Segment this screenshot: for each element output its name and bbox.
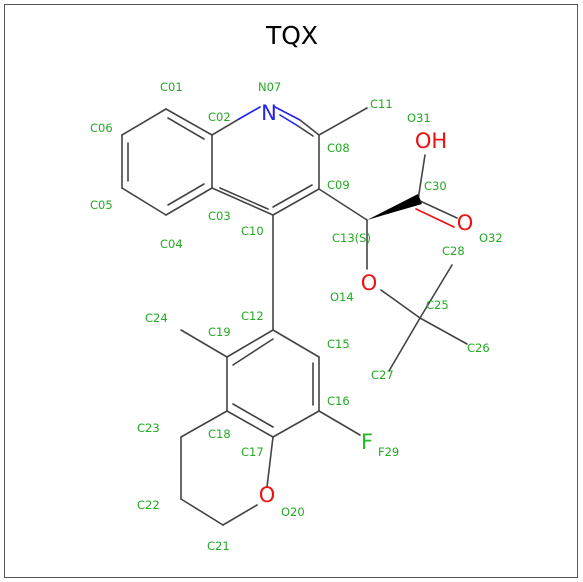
atom-label-c15: C15 [327, 337, 350, 351]
bond-line [180, 410, 228, 438]
molecule-structure: N OH O O O F C01 C02 C03 C04 C05 C06 N07… [90, 80, 503, 553]
bond-line [180, 329, 228, 358]
atom-label-c08: C08 [327, 141, 350, 155]
atom-label-c21: C21 [207, 539, 230, 553]
bond-line [272, 188, 320, 216]
atom-label-c13: C13(S) [332, 231, 371, 245]
bond-line [232, 403, 274, 428]
bond-line [226, 329, 274, 358]
bond-line [415, 208, 455, 228]
atom-label-c16: C16 [327, 394, 350, 408]
ring-oxygen-symbol: O [259, 483, 276, 507]
atom-label-c23: C23 [137, 421, 160, 435]
atom-label-c17: C17 [241, 445, 264, 459]
atom-label-c30: C30 [424, 179, 447, 193]
atom-label-c19: C19 [208, 325, 231, 339]
bond-line [180, 498, 224, 526]
wedge-bond [367, 194, 422, 220]
bond-line [211, 118, 240, 136]
atom-label-o32: O32 [479, 231, 503, 245]
bond-line [419, 264, 453, 319]
bond-line [417, 154, 426, 201]
atom-label-c10: C10 [241, 224, 264, 238]
atom-label-c04: C04 [160, 237, 183, 251]
bond-line [279, 114, 299, 127]
atom-label-c24: C24 [145, 311, 168, 325]
bond-line [226, 410, 274, 438]
bond-line [272, 410, 320, 438]
atom-label-c09: C09 [327, 178, 350, 192]
atom-label-o14: O14 [330, 290, 354, 304]
atom-label-c11: C11 [370, 97, 393, 111]
atom-label-c27: C27 [371, 368, 394, 382]
fluorine-symbol: F [361, 430, 373, 454]
bond-line [121, 187, 167, 216]
atom-label-c02: C02 [208, 110, 231, 124]
bond-line [419, 317, 468, 345]
bond-line [272, 184, 313, 208]
bond-line [274, 106, 301, 121]
bond-line [318, 107, 368, 136]
bond-line [167, 117, 205, 140]
bond-line [272, 329, 320, 358]
bond-line [238, 106, 261, 120]
atom-label-o31: O31 [407, 111, 431, 125]
bond-line [266, 436, 274, 488]
bond-line [299, 119, 320, 136]
atom-label-c28: C28 [442, 244, 465, 258]
bond-layer [121, 106, 468, 526]
bond-line [165, 108, 213, 136]
hydroxyl-symbol: OH [415, 129, 447, 153]
atom-label-c06: C06 [90, 121, 113, 135]
bond-line [167, 183, 205, 206]
nitrogen-symbol: N [261, 101, 277, 125]
bond-line [297, 125, 314, 137]
atom-label-o20: O20 [281, 505, 305, 519]
atom-label-c25: C25 [426, 298, 449, 312]
bond-line [380, 289, 421, 319]
diagram-frame: TQX N OH O O O F C01 C02 C03 C04 C05 C06… [4, 4, 578, 578]
atom-label-c18: C18 [208, 427, 231, 441]
atom-label-c12: C12 [241, 309, 264, 323]
bond-line [165, 187, 213, 216]
bond-line [417, 199, 458, 219]
bond-line [219, 187, 269, 210]
bond-line [318, 188, 368, 221]
atom-label-f29: F29 [378, 445, 399, 459]
bond-line [318, 410, 361, 436]
atom-label-c03: C03 [208, 209, 231, 223]
carbonyl-oxygen-symbol: O [457, 211, 474, 235]
bond-line [388, 317, 421, 372]
bond-line [222, 504, 258, 526]
atom-label-c22: C22 [137, 498, 160, 512]
molecule-title: TQX [265, 21, 319, 50]
ether-oxygen-symbol: O [361, 271, 378, 295]
atom-label-c26: C26 [467, 341, 490, 355]
bond-line [232, 338, 274, 366]
bond-line [121, 108, 167, 136]
atom-label-c05: C05 [90, 198, 113, 212]
atom-label-n07: N07 [258, 80, 281, 94]
bond-line [211, 187, 274, 216]
atom-label-c01: C01 [160, 80, 183, 94]
